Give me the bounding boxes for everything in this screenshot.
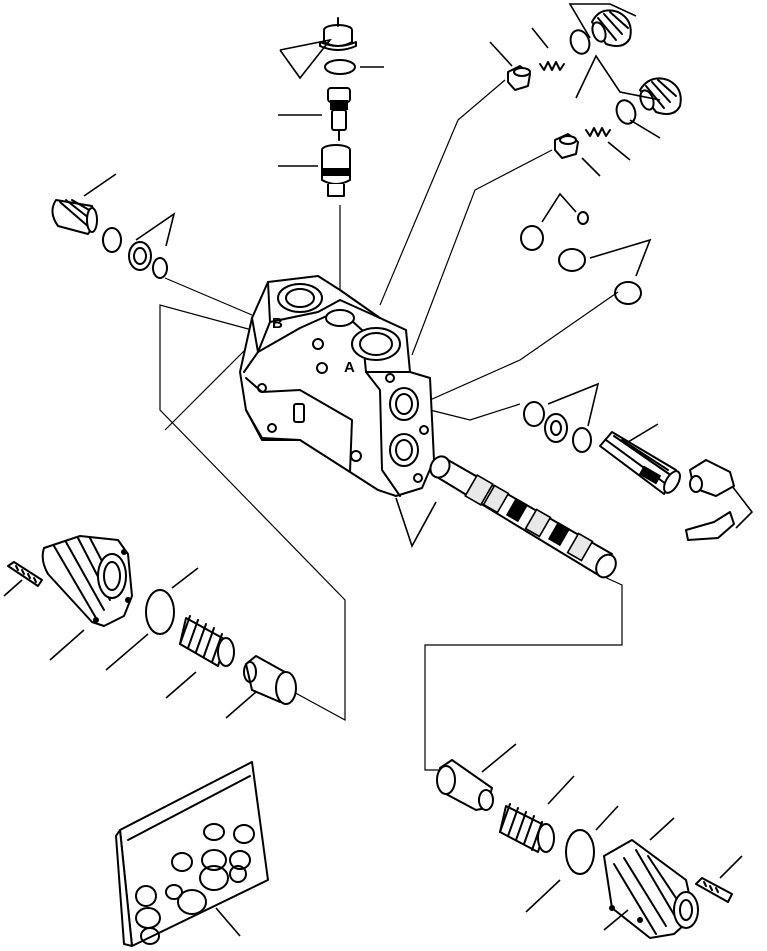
left-plug-backup-ring: [152, 257, 168, 279]
spool: [395, 455, 617, 579]
left-plug-cap: [51, 199, 98, 235]
left-bolt: [3, 561, 43, 597]
left-plug-o-ring: [102, 227, 122, 253]
right-spring: [499, 775, 575, 853]
right-end-cap: [603, 817, 699, 939]
left-spring: [165, 615, 235, 699]
spool-connector: [599, 423, 681, 495]
top-cap-plug: [319, 17, 357, 51]
connection-lines: [159, 79, 623, 771]
spool-seal-o-ring: [523, 401, 545, 427]
relief-spring-small-2: [585, 127, 611, 137]
relief-spring-small-1: [539, 61, 565, 71]
right-spring-seat: [436, 743, 517, 811]
spool-end-clevis: [685, 459, 754, 541]
port-a-label: A: [344, 359, 355, 376]
right-o-rings: [520, 192, 652, 305]
left-spring-seat: [225, 655, 297, 719]
relief-plug-small-2: [554, 133, 579, 159]
seal-kit-bag: [115, 761, 269, 947]
spool-seal-backup: [572, 427, 592, 453]
left-cap-o-ring: [105, 567, 199, 671]
relief-o-ring-1: [569, 29, 591, 55]
spool-seal-leaders: [547, 382, 600, 427]
top-o-ring: [324, 59, 356, 75]
port-b-label: B: [272, 315, 283, 332]
top-spring-seat: [321, 144, 351, 197]
relief-cap-1: [591, 9, 632, 47]
relief-group-leaders: [489, 3, 661, 177]
top-check-poppet: [327, 87, 351, 141]
port-label-b: B: [272, 315, 283, 332]
left-plug-seal: [128, 241, 152, 271]
relief-o-ring-2: [615, 99, 637, 125]
valve-body: [239, 275, 435, 497]
top-stack-leaders: [278, 38, 384, 167]
relief-plug-small-1: [507, 65, 531, 91]
left-end-cap: [41, 535, 133, 661]
right-bolt: [695, 855, 743, 903]
right-cap-o-ring: [525, 805, 619, 913]
spool-seal-retainer: [544, 413, 568, 443]
left-plug-leaders: [83, 173, 176, 247]
relief-cap-2: [639, 77, 682, 115]
port-label-a: A: [344, 359, 355, 376]
